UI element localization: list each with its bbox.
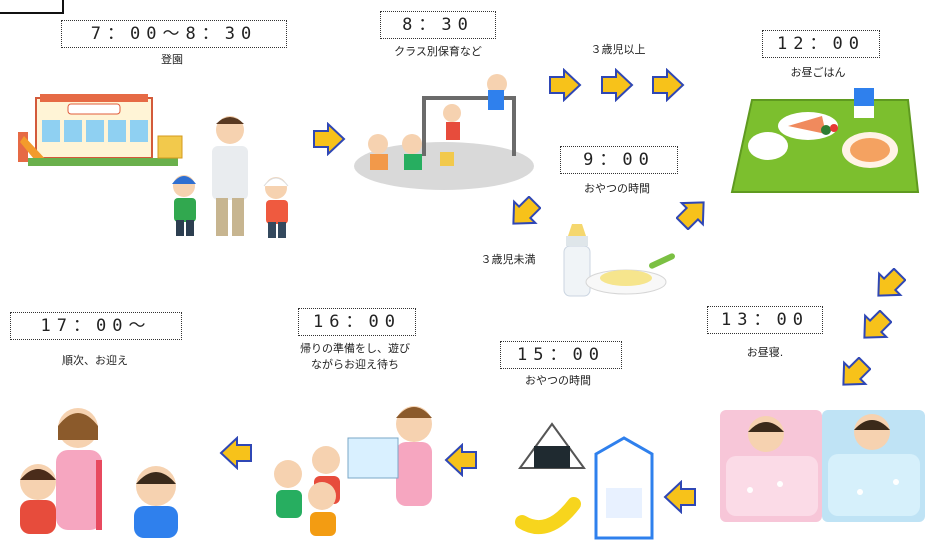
prep-label-line2: ながらお迎え待ち xyxy=(311,358,399,371)
class-care-time-box: 8：30 xyxy=(380,11,496,39)
parent-with-children-icon xyxy=(172,116,289,238)
arrow-down-left-icon xyxy=(842,357,871,386)
snack-afternoon-label: おやつの時間 xyxy=(525,374,591,387)
arrow-down-left-icon xyxy=(863,310,892,339)
nursery-building-icon xyxy=(18,94,183,166)
reading-teacher-icon xyxy=(274,406,432,536)
arrow-left-icon xyxy=(444,443,477,477)
pickup-time-box: 17：00〜 xyxy=(10,312,182,340)
arrival-label: 登園 xyxy=(161,53,183,66)
arrow-down-left-icon xyxy=(877,268,906,297)
snack-morning-label: おやつの時間 xyxy=(584,182,650,195)
lunch-time-box: 12：00 xyxy=(762,30,880,58)
under3-label: ３歳児未満 xyxy=(480,253,536,266)
lunch-label: お昼ごはん xyxy=(790,66,846,79)
lunch-tray-icon xyxy=(730,88,920,193)
arrow-right-icon xyxy=(549,68,582,102)
rice-ball-banana-milk-icon xyxy=(515,422,654,540)
baby-bottle-snack-icon xyxy=(563,224,675,297)
sleeping-children-icon xyxy=(720,410,925,522)
top-left-corner-mark xyxy=(0,0,64,14)
arrow-down-left-icon xyxy=(512,196,541,225)
class-care-label: クラス別保育など xyxy=(394,45,482,58)
arrival-time-box: 7：00〜8：30 xyxy=(61,20,287,48)
pickup-label: 順次、お迎え xyxy=(62,354,128,367)
nap-label: お昼寝. xyxy=(746,346,784,359)
snack-morning-time-box: 9：00 xyxy=(560,146,678,174)
arrow-up-right-icon xyxy=(676,201,705,230)
arrow-left-icon xyxy=(219,436,252,470)
pickup-family-icon xyxy=(20,408,178,538)
prep-label-line1: 帰りの準備をし、遊び xyxy=(300,342,410,355)
age3-plus-label: ３歳児以上 xyxy=(590,43,646,56)
nap-time-box: 13：00 xyxy=(707,306,823,334)
snack-afternoon-time-box: 15：00 xyxy=(500,341,622,369)
arrow-right-icon xyxy=(652,68,685,102)
arrow-right-icon xyxy=(601,68,634,102)
arrow-right-icon xyxy=(313,122,346,156)
prep-time-box: 16：00 xyxy=(298,308,416,336)
playground-children-icon xyxy=(354,74,534,190)
arrow-left-icon xyxy=(663,480,696,514)
